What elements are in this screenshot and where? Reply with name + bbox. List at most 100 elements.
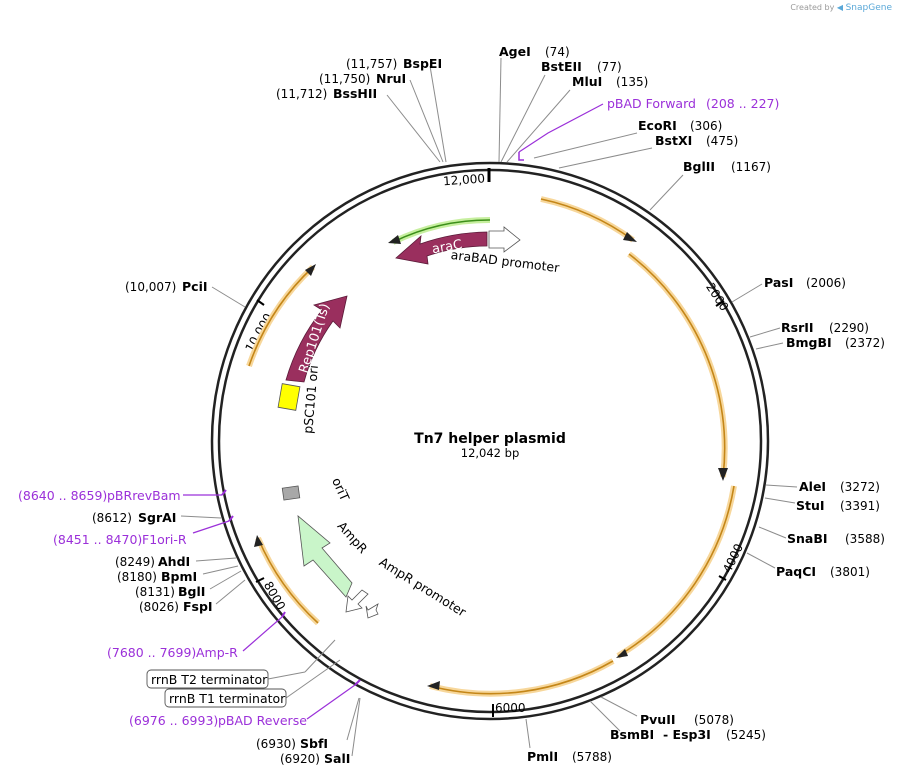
site-bsshii-name[interactable]: BssHII [333, 86, 377, 101]
site-paqci-name[interactable]: PaqCI [776, 564, 816, 579]
site-bsmbi-name[interactable]: BsmBI [610, 727, 654, 742]
arabad-promoter-feature [488, 226, 521, 253]
lead-pasi [731, 283, 763, 303]
site-bsteii-name[interactable]: BstEII [541, 59, 582, 74]
site-agei-pos: (74) [545, 45, 570, 59]
orf-arc-5-core [257, 537, 319, 624]
site-pasi-name[interactable]: PasI [764, 275, 793, 290]
site-ahdi-pos: (8249) [115, 555, 155, 569]
ampr-feature [297, 515, 353, 598]
arac-label: araC [431, 237, 464, 257]
orf-arrowhead-6 [305, 264, 316, 276]
site-pcii-name[interactable]: PciI [182, 279, 208, 294]
lead-bpmi [202, 565, 239, 575]
site-sbfi-pos: (6930) [256, 737, 296, 751]
orf-arrowhead-4 [427, 681, 440, 690]
orf-arrows [246, 196, 737, 697]
site-ahdi-name[interactable]: AhdI [158, 554, 190, 569]
site-nrui-name[interactable]: NruI [376, 71, 406, 86]
lead-bgli [209, 570, 242, 590]
site-bsmbi-esp3i[interactable]: - Esp3I [663, 727, 711, 742]
rrnb-t1-label[interactable]: rrnB T1 terminator [169, 691, 286, 706]
primer-pbad-forward-name[interactable]: pBAD Forward [607, 96, 696, 111]
orf-arc-6-core [248, 266, 314, 367]
site-mlui-name[interactable]: MluI [572, 74, 602, 89]
primer-pbrrevbam-name[interactable]: pBRrevBam [107, 488, 181, 503]
primer-mark-pbrrevbam [221, 489, 227, 496]
primer-lead-pbad-forward [518, 103, 604, 153]
orf-arrowhead-2 [718, 468, 728, 481]
primer-pbad-reverse-name[interactable]: pBAD Reverse [218, 713, 307, 728]
orf-arrowhead-5 [254, 535, 263, 547]
rrnb-t2-label[interactable]: rrnB T2 terminator [151, 672, 268, 687]
credit-text: Created by [790, 3, 835, 12]
tick-label-12000: 12,000 [443, 171, 486, 188]
site-bstxi-name[interactable]: BstXI [655, 133, 692, 148]
site-stui-name[interactable]: StuI [796, 498, 825, 513]
lead-bstxi [558, 147, 653, 169]
lead-ahdi [195, 557, 237, 562]
site-agei-name[interactable]: AgeI [499, 44, 531, 59]
primer-f1ori-r-name[interactable]: F1ori-R [142, 532, 187, 547]
site-bpmi-pos: (8180) [117, 570, 157, 584]
site-pvuii-name[interactable]: PvuII [640, 712, 676, 727]
ampr-promoter-feature-2 [365, 603, 379, 619]
lead-pmli [525, 718, 531, 749]
plasmid-name: Tn7 helper plasmid [414, 431, 566, 447]
orf-arc-1 [540, 196, 635, 243]
lead-bmgbi [755, 342, 784, 350]
lead-rrnb-t2 [267, 671, 306, 680]
tick-label-6000: 6000 [495, 701, 526, 715]
site-ecori-name[interactable]: EcoRI [638, 118, 677, 133]
site-sgrai-name[interactable]: SgrAI [138, 510, 176, 525]
primer-lead-amp-r [242, 616, 283, 652]
site-bglii-pos: (1167) [731, 160, 771, 174]
snapgene-logo-icon: ◀ [836, 3, 844, 12]
orit-label: oriT [329, 475, 353, 503]
orf-arc-4-core [429, 660, 614, 695]
orf-arc-2-core [628, 253, 726, 478]
site-bpmi-name[interactable]: BpmI [161, 569, 197, 584]
credit-brand: SnapGene [845, 3, 892, 13]
site-sbfi-name[interactable]: SbfI [300, 736, 328, 751]
site-fspi-pos: (8026) [139, 600, 179, 614]
ampr-promoter-feature [345, 589, 369, 613]
lead-bglii [649, 174, 684, 211]
site-bgli-name[interactable]: BglI [178, 584, 205, 599]
site-pvuii-pos: (5078) [694, 713, 734, 727]
orf-arc-4 [429, 658, 615, 697]
lead-stui [764, 497, 796, 504]
lead-mlui [506, 89, 571, 163]
site-bspei-name[interactable]: BspEI [403, 56, 442, 71]
site-snabi-name[interactable]: SnaBI [787, 531, 828, 546]
site-bgli-pos: (8131) [135, 585, 175, 599]
site-stui-pos: (3391) [840, 499, 880, 513]
lead-rrnb-t2b [304, 639, 336, 673]
site-rsrii-name[interactable]: RsrII [781, 320, 814, 335]
site-pmli-name[interactable]: PmlI [527, 749, 558, 764]
site-alei-name[interactable]: AleI [799, 479, 826, 494]
site-bspei-pos: (11,757) [346, 57, 397, 71]
lead-bspei [429, 65, 447, 163]
lead-alei [765, 484, 798, 488]
lead-pvuii [600, 696, 638, 717]
primer-amp-r-name[interactable]: Amp-R [196, 645, 238, 660]
lead-bsteii [500, 74, 546, 163]
lead-paqci [746, 552, 776, 569]
site-bmgbi-name[interactable]: BmgBI [786, 335, 832, 350]
arac-orf-arrowhead [388, 235, 401, 244]
lead-rsrii [749, 327, 781, 338]
primer-pbad-reverse-range: (6976 .. 6993) [129, 713, 218, 728]
site-bstxi-pos: (475) [706, 134, 738, 148]
site-fspi-name[interactable]: FspI [183, 599, 213, 614]
ampr-label: AmpR [334, 518, 370, 556]
site-bglii-name[interactable]: BglII [683, 159, 715, 174]
site-ecori-pos: (306) [690, 119, 722, 133]
rep101-feature [285, 295, 348, 383]
lead-sbfi [346, 697, 360, 741]
primer-lead-pbad-reverse [306, 684, 356, 720]
lead-ecori [533, 132, 638, 159]
arac-orf-arc-core [392, 219, 491, 243]
site-sali-name[interactable]: SalI [324, 751, 350, 766]
